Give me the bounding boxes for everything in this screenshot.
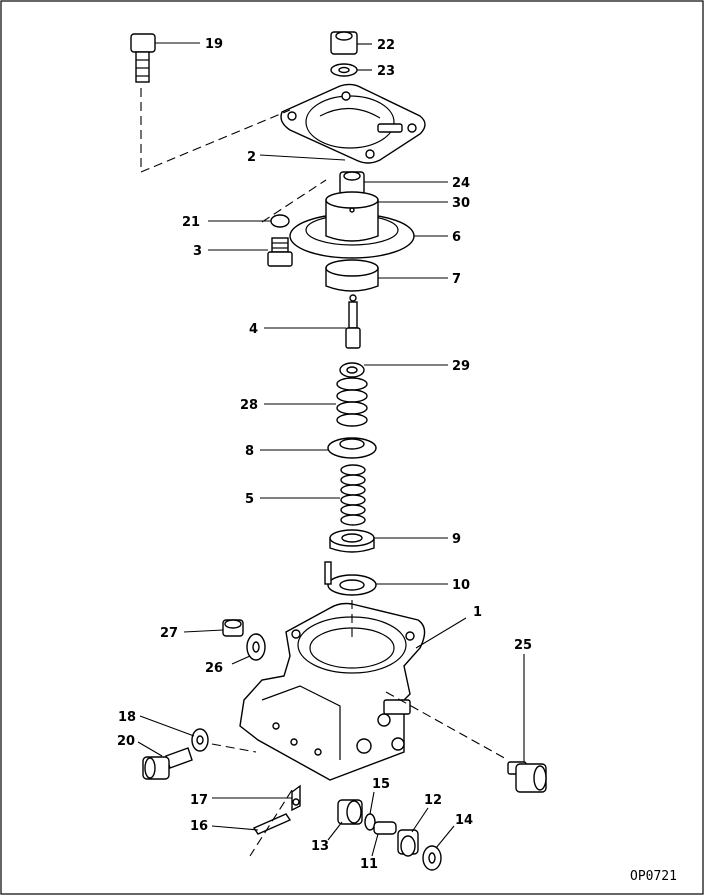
part-4-pin [345,294,361,349]
callout-7: 7 [452,272,461,287]
callout-25: 25 [514,638,532,653]
callout-22: 22 [377,38,395,53]
callout-18: 18 [118,710,136,725]
callout-20: 20 [117,734,135,749]
part-20-bolt [142,747,193,780]
part-23-washer [330,63,358,77]
callout-23: 23 [377,64,395,79]
callout-4: 4 [249,322,258,337]
part-12-plug [397,829,419,857]
drawing-code: OP0721 [630,869,677,884]
callout-17: 17 [190,793,208,808]
part-29-seat [339,362,365,378]
part-14-washer [422,845,442,871]
callout-5: 5 [245,492,254,507]
part-9-collar [329,529,375,553]
part-22-nut [330,31,358,55]
callout-8: 8 [245,444,254,459]
callout-29: 29 [452,359,470,374]
callout-13: 13 [311,839,329,854]
part-19-bolt [130,33,156,83]
callout-11: 11 [360,857,378,872]
part-30-6-7-piston-diaphragm [289,191,415,292]
part-8-spring-seat [327,437,377,459]
part-25-bolt [507,761,547,793]
callout-30: 30 [452,196,470,211]
callout-2: 2 [247,150,256,165]
part-21-o-ring [270,214,290,228]
assembly-lines [140,88,509,857]
callout-16: 16 [190,819,208,834]
part-18-washer [191,728,209,752]
part-3-plug [267,237,293,267]
part-2-cover [280,83,426,164]
callout-14: 14 [455,813,473,828]
part-10-washer [324,561,377,596]
part-16-pin [252,813,292,835]
callout-10: 10 [452,578,470,593]
part-24-nut [339,171,365,195]
leader-lines [137,42,525,857]
part-13-nut [337,799,363,825]
part-5-spring [340,464,366,526]
callout-1: 1 [473,605,482,620]
callout-3: 3 [193,244,202,259]
callout-labels: 19 22 23 2 24 30 21 6 3 7 4 29 28 8 5 9 … [117,37,532,872]
part-26-washer [246,633,266,661]
callout-6: 6 [452,230,461,245]
callout-28: 28 [240,398,258,413]
part-17-bracket [291,784,301,812]
callout-24: 24 [452,176,470,191]
callout-15: 15 [372,777,390,792]
part-27-plug [222,619,244,637]
part-11-pin [373,821,397,835]
part-1-valve-body [239,602,426,781]
callout-9: 9 [452,532,461,547]
callout-26: 26 [205,661,223,676]
callout-27: 27 [160,626,178,641]
callout-12: 12 [424,793,442,808]
part-28-spring [336,377,368,427]
callout-21: 21 [182,215,200,230]
callout-19: 19 [205,37,223,52]
